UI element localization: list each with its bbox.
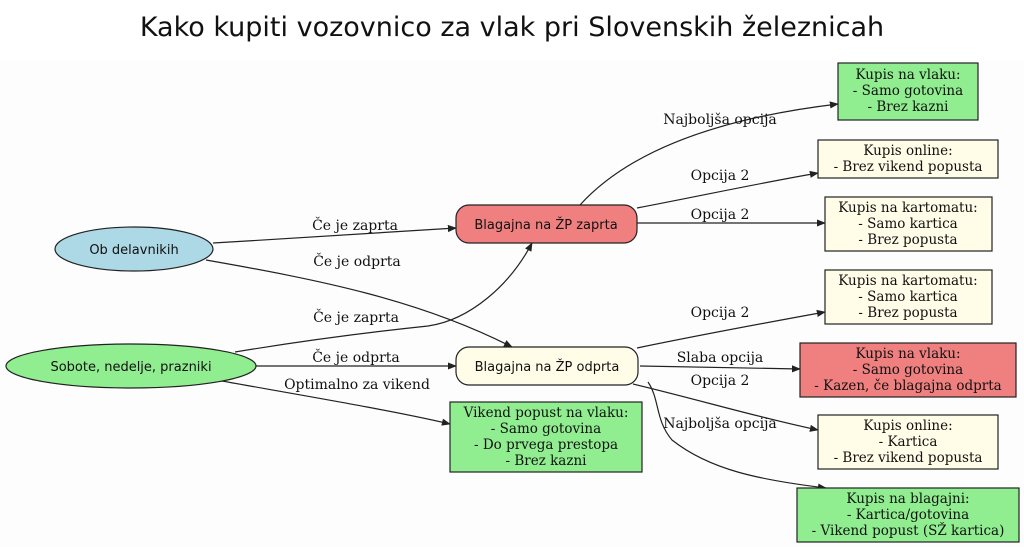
edge-weekdays-open: [205, 259, 513, 348]
edge-label-weekdays-open: Če je odprta: [313, 252, 401, 270]
node-onboard-bad-line-2: - Samo gotovina: [853, 362, 963, 378]
edge-labels: Če je zaprta Če je odprta Če je zaprta Č…: [284, 111, 777, 432]
edge-weekdays-closed: [212, 224, 457, 244]
node-online-open-line-2: - Kartica: [879, 434, 938, 450]
node-counter-closed: Blagajna na ŽP zaprta: [455, 204, 638, 244]
node-weekdays: Ob delavnikih: [54, 226, 214, 272]
node-counter-open-label: Blagajna na ŽP odprta: [475, 359, 620, 375]
page-title: Kako kupiti vozovnico za vlak pri Sloven…: [139, 12, 885, 43]
node-online-closed-line-2: - Brez vikend popusta: [834, 159, 983, 175]
node-counter-buy-line-1: Kupis na blagajni:: [846, 491, 969, 507]
node-counter-buy: Kupis na blagajni: - Kartica/gotovina - …: [796, 487, 1020, 543]
edge-label-open-kiosk: Opcija 2: [691, 305, 750, 321]
node-kiosk-open-line-2: - Samo kartica: [858, 289, 957, 305]
node-onboard-best: Kupis na vlaku: - Samo gotovina - Brez k…: [837, 62, 979, 121]
edge-label-weekends-closed: Če je zaprta: [313, 308, 399, 326]
node-weekend-discount-line-4: - Brez kazni: [506, 453, 588, 469]
edge-label-closed-online: Opcija 2: [691, 168, 750, 184]
node-kiosk-closed-line-1: Kupis na kartomatu:: [838, 200, 977, 216]
node-onboard-bad: Kupis na vlaku: - Samo gotovina - Kazen,…: [799, 342, 1017, 398]
node-onboard-best-line-2: - Samo gotovina: [853, 83, 963, 99]
node-weekends-label: Sobote, nedelje, prazniki: [50, 360, 211, 375]
node-online-closed-shape: [817, 139, 999, 179]
node-kiosk-open: Kupis na kartomatu: - Samo kartica - Bre…: [824, 269, 993, 325]
node-onboard-bad-shape: [799, 342, 1017, 398]
edge-open-counter: [647, 381, 827, 491]
node-weekend-discount-line-2: - Samo gotovina: [491, 421, 601, 437]
nodes: Ob delavnikih Sobote, nedelje, prazniki …: [5, 62, 1020, 543]
node-weekend-discount: Vikend popust na vlaku: - Samo gotovina …: [449, 401, 643, 473]
node-kiosk-open-line-3: - Brez popusta: [858, 305, 957, 321]
node-counter-closed-shape: [455, 204, 638, 244]
edge-label-weekdays-closed: Če je zaprta: [312, 216, 398, 234]
edge-closed-online: [636, 170, 819, 209]
edge-label-open-online: Opcija 2: [691, 373, 750, 389]
node-weekend-discount-shape: [449, 401, 643, 473]
node-counter-buy-line-3: - Vikend popust (SŽ kartica): [812, 523, 1005, 539]
node-weekend-discount-line-1: Vikend popust na vlaku:: [463, 405, 629, 421]
node-counter-buy-line-2: - Kartica/gotovina: [847, 507, 969, 523]
node-weekends: Sobote, nedelje, prazniki: [5, 343, 257, 389]
node-weekend-discount-line-3: - Do prvega prestopa: [474, 437, 618, 453]
node-weekends-shape: [5, 343, 257, 389]
node-kiosk-closed-line-3: - Brez popusta: [858, 232, 957, 248]
node-counter-buy-shape: [796, 487, 1020, 543]
node-kiosk-open-shape: [824, 269, 993, 325]
node-onboard-bad-line-3: - Kazen, če blagajna odprta: [814, 378, 1001, 394]
node-onboard-bad-line-1: Kupis na vlaku:: [855, 346, 960, 362]
node-counter-closed-label: Blagajna na ŽP zaprta: [474, 217, 617, 233]
node-onboard-best-shape: [837, 62, 979, 121]
edge-open-onboard: [639, 365, 801, 373]
edge-label-closed-onboard: Najboljša opcija: [663, 111, 777, 128]
node-kiosk-closed-line-2: - Samo kartica: [858, 216, 957, 232]
node-kiosk-closed: Kupis na kartomatu: - Samo kartica - Bre…: [824, 196, 993, 252]
edge-label-weekends-open: Če je odprta: [312, 348, 400, 366]
edge-label-open-onboard: Slaba opcija: [677, 350, 764, 366]
node-onboard-best-line-1: Kupis na vlaku:: [855, 67, 960, 83]
node-counter-open: Blagajna na ŽP odprta: [455, 346, 639, 386]
edge-open-kiosk: [636, 309, 826, 349]
node-online-open: Kupis online: - Kartica - Brez vikend po…: [817, 414, 999, 470]
node-kiosk-open-line-1: Kupis na kartomatu:: [838, 273, 977, 289]
edge-label-weekends-discount: Optimalno za vikend: [284, 377, 430, 393]
edge-label-closed-kiosk: Opcija 2: [691, 207, 750, 223]
node-online-open-line-3: - Brez vikend popusta: [834, 450, 983, 466]
edge-closed-onboard: [579, 101, 839, 206]
node-online-open-shape: [817, 414, 999, 470]
node-online-open-line-1: Kupis online:: [863, 418, 952, 434]
node-weekdays-label: Ob delavnikih: [89, 243, 178, 258]
edge-weekends-discount: [221, 380, 451, 426]
edge-label-open-counter: Najboljša opcija: [663, 415, 777, 432]
node-onboard-best-line-3: - Brez kazni: [868, 99, 950, 115]
edges: [205, 101, 839, 491]
node-online-closed: Kupis online: - Brez vikend popusta: [817, 139, 999, 179]
node-counter-open-shape: [455, 346, 639, 386]
node-weekdays-shape: [54, 226, 214, 272]
node-kiosk-closed-shape: [824, 196, 993, 252]
edge-open-online: [632, 383, 819, 432]
edge-weekends-closed: [234, 242, 533, 353]
node-online-closed-line-1: Kupis online:: [863, 143, 952, 159]
